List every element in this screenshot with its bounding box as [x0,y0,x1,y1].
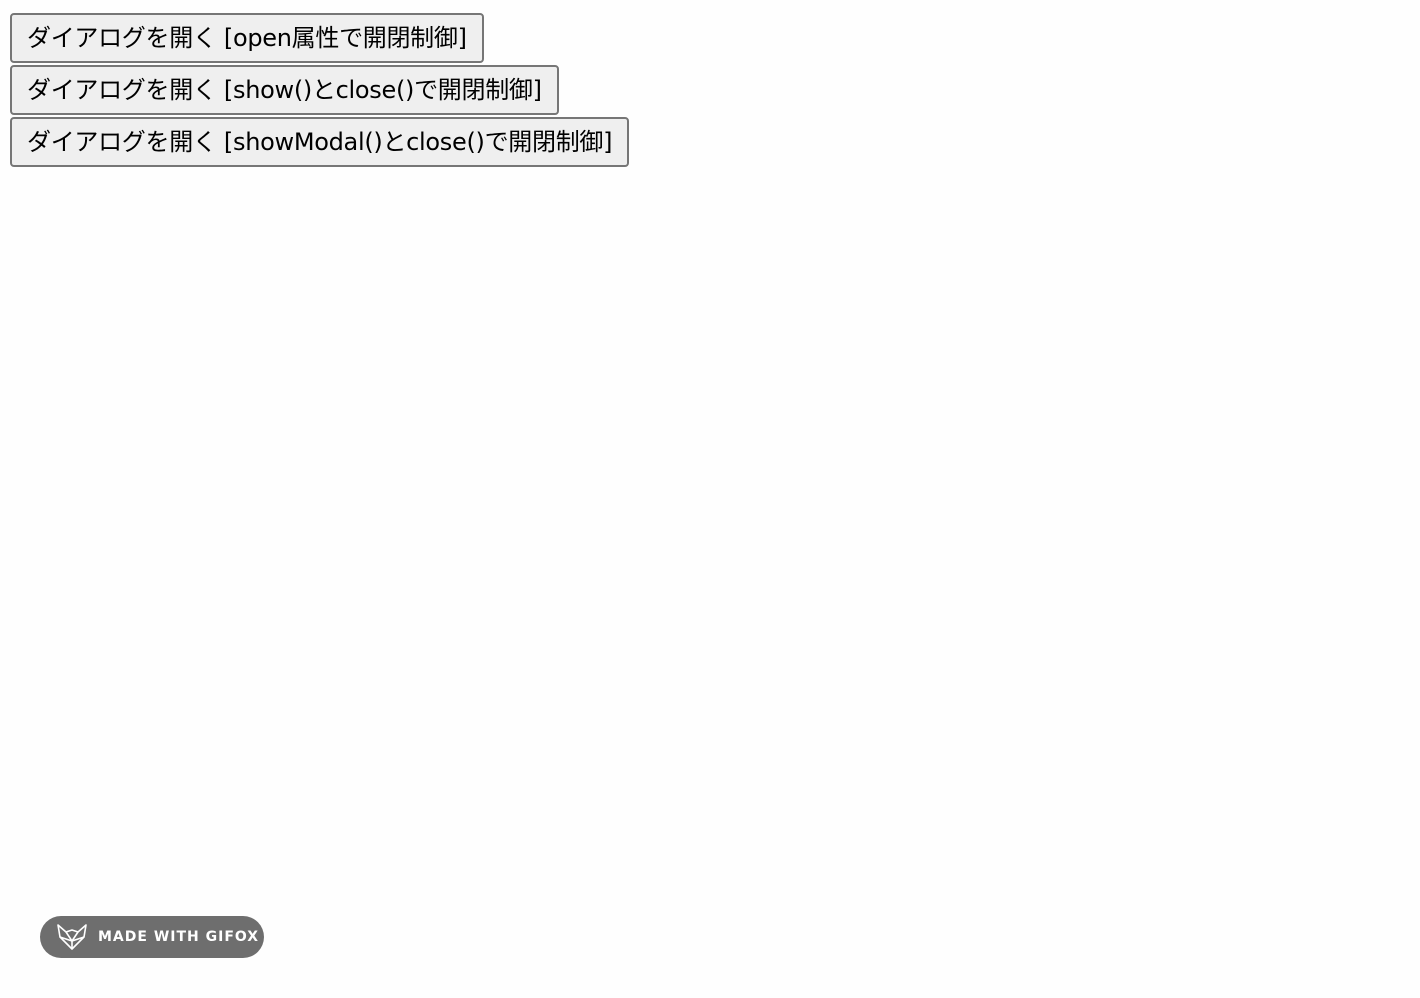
button-stack: ダイアログを開く [open属性で開閉制御] ダイアログを開く [show()と… [10,13,630,167]
badge-label: MADE WITH GIFOX [98,929,260,945]
open-dialog-showmodal-close-button[interactable]: ダイアログを開く [showModal()とclose()で開閉制御] [10,117,630,167]
made-with-gifox-badge[interactable]: MADE WITH GIFOX [40,916,264,958]
fox-logo-icon [56,923,88,951]
open-dialog-show-close-button[interactable]: ダイアログを開く [show()とclose()で開閉制御] [10,65,559,115]
open-dialog-open-attribute-button[interactable]: ダイアログを開く [open属性で開閉制御] [10,13,484,63]
